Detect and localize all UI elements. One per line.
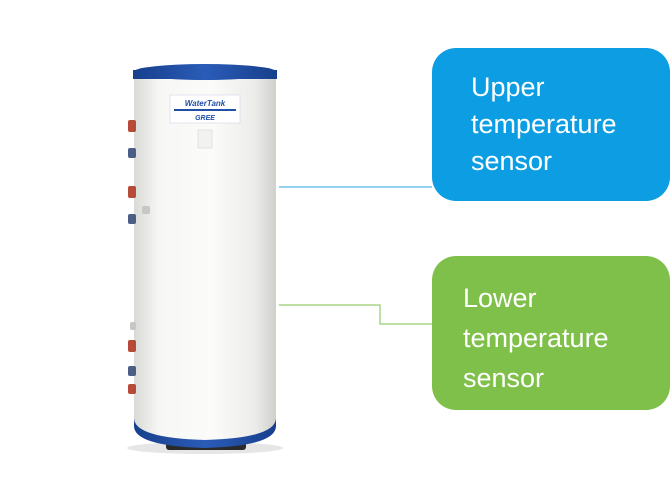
tank-body	[134, 74, 276, 442]
side-fittings	[128, 120, 150, 394]
tank-sticker	[197, 129, 213, 149]
fitting-9	[128, 384, 136, 394]
lower-sensor-leader	[279, 304, 432, 325]
tank-bottom-trim	[134, 418, 276, 448]
brand-logo: WaterTank	[185, 99, 226, 108]
upper-label-line-1: Upper	[471, 72, 545, 102]
lower-label-line-2: temperature	[463, 323, 609, 353]
fitting-6	[130, 322, 136, 330]
upper-label-line-2: temperature	[471, 109, 617, 139]
fitting-7	[128, 340, 136, 352]
lower-temperature-sensor-label: Lower temperature sensor	[432, 256, 670, 410]
lower-label-line-3: sensor	[463, 363, 545, 393]
upper-label-line-3: sensor	[471, 146, 553, 176]
water-tank: WaterTank GREE	[127, 64, 283, 454]
tank-top-band	[133, 70, 277, 79]
maker-logo: GREE	[195, 115, 215, 122]
fitting-8	[128, 366, 136, 376]
lower-label-line-1: Lower	[463, 283, 537, 313]
fitting-5	[142, 206, 150, 214]
fitting-2	[128, 148, 136, 158]
fitting-1	[128, 120, 136, 132]
upper-temperature-sensor-label: Upper temperature sensor	[432, 48, 670, 201]
logo-stripe	[174, 109, 236, 111]
fitting-3	[128, 186, 136, 198]
fitting-4	[128, 214, 136, 224]
